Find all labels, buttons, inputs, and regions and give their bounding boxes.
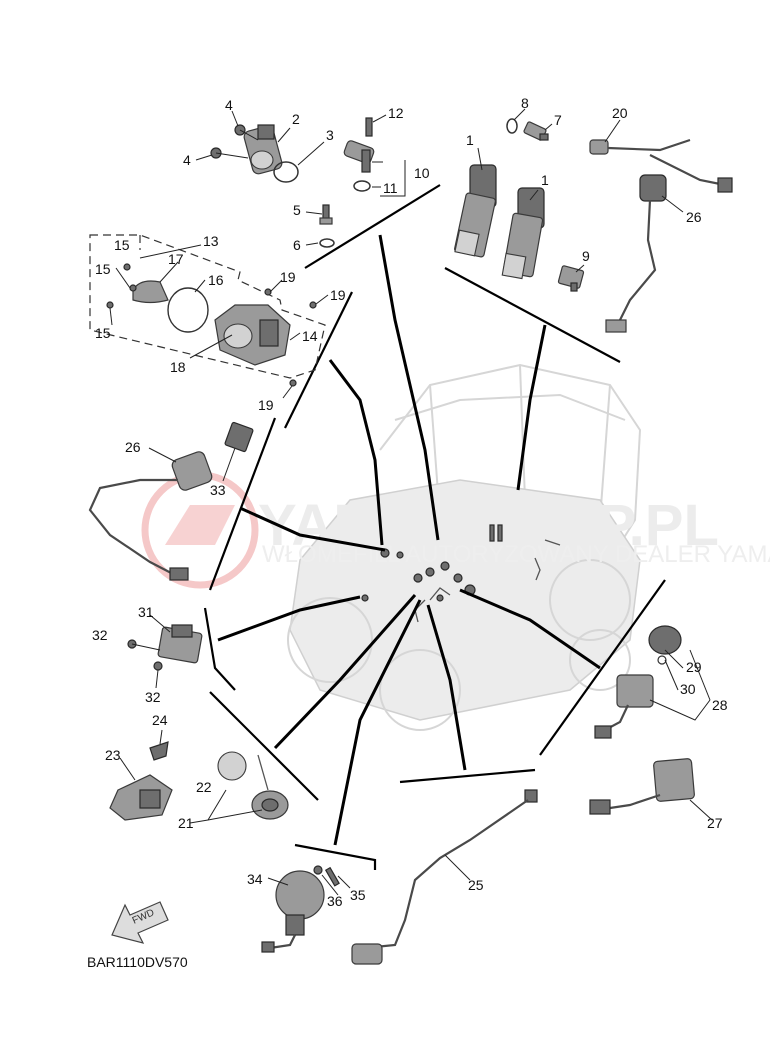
o-ring-8	[506, 118, 518, 134]
cap-22	[217, 751, 247, 781]
sensor-26-right	[605, 174, 667, 333]
callout-32b: 32	[145, 689, 161, 705]
callout-7: 7	[554, 112, 562, 128]
group-leader-lines	[203, 184, 666, 870]
callout-36: 36	[327, 893, 343, 909]
callout-34: 34	[247, 871, 263, 887]
callout-19c: 19	[258, 397, 274, 413]
callout-10: 10	[414, 165, 430, 181]
callout-6: 6	[293, 237, 301, 253]
callout-2: 2	[292, 111, 300, 127]
callout-8: 8	[521, 95, 529, 111]
cap-29	[648, 625, 682, 655]
callout-33: 33	[210, 482, 226, 498]
unit-27	[589, 758, 695, 815]
callout-35: 35	[350, 887, 366, 903]
o-ring-3	[273, 161, 299, 183]
callout-19b: 19	[330, 287, 346, 303]
socket-21	[251, 754, 289, 820]
callout-18: 18	[170, 359, 186, 375]
cover-17	[132, 280, 169, 304]
bracket-24	[149, 741, 169, 761]
callout-5: 5	[293, 202, 301, 218]
callout-leaders	[109, 108, 713, 896]
callout-11: 11	[383, 180, 398, 196]
unit-28	[594, 674, 654, 739]
callout-29: 29	[686, 659, 702, 675]
bolt-12	[365, 117, 373, 137]
sensor-7	[523, 121, 549, 141]
bolt-35	[324, 866, 340, 887]
switch-23	[109, 774, 173, 821]
sensor-2	[243, 124, 283, 175]
callout-16: 16	[208, 272, 224, 288]
dashed-box-group	[89, 234, 326, 379]
callout-12: 12	[388, 105, 404, 121]
sensor-25	[351, 789, 538, 965]
unit-34	[261, 870, 325, 953]
callout-26b: 26	[125, 439, 141, 455]
ignition-coil-1	[454, 164, 497, 258]
sensor-26-left	[88, 451, 213, 581]
callout-1b: 1	[541, 172, 549, 188]
callout-25: 25	[468, 877, 484, 893]
callout-labels: 1 1 2 3 4 4 5 6 7 8 9 10 11 12 13 14 15 …	[92, 95, 728, 909]
callout-14: 14	[302, 328, 318, 344]
callout-4b: 4	[183, 152, 191, 168]
callout-27: 27	[707, 815, 723, 831]
callout-20: 20	[612, 105, 628, 121]
vehicle-outline	[287, 363, 642, 731]
callout-15b: 15	[95, 261, 111, 277]
gasket-30	[657, 655, 667, 665]
gasket-6	[319, 238, 335, 248]
relay-31	[157, 624, 203, 664]
callout-15a: 15	[114, 237, 130, 253]
bolts-19	[264, 288, 317, 387]
callout-22: 22	[196, 779, 212, 795]
watermark-subtitle: WŁOMEFILL AUTORYZOWANY DEALER YAMAHA	[262, 541, 770, 568]
bolt-32b	[153, 661, 163, 671]
assembly-14	[214, 304, 291, 366]
callout-26a: 26	[686, 209, 702, 225]
sensor-9	[557, 265, 585, 292]
callout-17: 17	[168, 251, 184, 267]
bolt-4b	[210, 147, 249, 159]
callout-9: 9	[582, 248, 590, 264]
callout-3: 3	[326, 127, 334, 143]
bolt-32a	[127, 639, 161, 651]
bolt-4a	[234, 124, 259, 141]
sensor-5	[319, 204, 333, 225]
callout-23: 23	[105, 747, 121, 763]
callout-15c: 15	[95, 325, 111, 341]
diagram-code: BAR1110DV570	[87, 954, 188, 970]
bolts-15	[106, 263, 137, 309]
gasket-16	[167, 287, 209, 333]
callout-19a: 19	[280, 269, 296, 285]
callout-24: 24	[152, 712, 168, 728]
watermark-title: YAMA-SKLEP.PL	[258, 493, 719, 558]
ignition-coil-2	[501, 187, 545, 280]
callout-1a: 1	[466, 132, 474, 148]
sensor-20	[589, 138, 733, 193]
collar-36	[313, 865, 323, 875]
callout-13: 13	[203, 233, 219, 249]
fwd-arrow: FWD	[111, 901, 169, 944]
o-ring-11	[353, 180, 371, 192]
callout-31: 31	[138, 604, 154, 620]
sensor-10	[343, 140, 375, 173]
callout-30: 30	[680, 681, 696, 697]
connector-33	[224, 421, 254, 453]
callout-28: 28	[712, 697, 728, 713]
callout-4a: 4	[225, 97, 233, 113]
callout-21: 21	[178, 815, 194, 831]
callout-32a: 32	[92, 627, 108, 643]
